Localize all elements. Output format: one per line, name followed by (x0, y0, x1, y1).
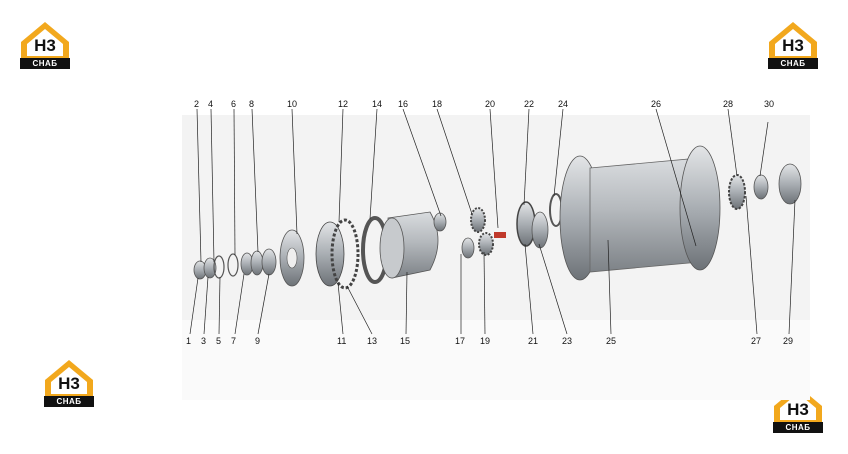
part-ring (261, 248, 277, 276)
callout-label: 18 (432, 99, 442, 109)
logo-top-left: H3 СНАБ (17, 18, 73, 74)
callout-label: 8 (249, 99, 254, 109)
callout-label: 12 (338, 99, 348, 109)
part-pin (494, 232, 506, 238)
part-sprocket (728, 174, 746, 210)
part-planet-gear (470, 207, 486, 233)
part-flange-hub (286, 247, 298, 269)
callout-label: 1 (186, 336, 191, 346)
logo-mark: H3 (782, 36, 804, 55)
callout-label: 10 (287, 99, 297, 109)
part-ring (203, 257, 217, 279)
logo-top-right: H3 СНАБ (765, 18, 821, 74)
callout-label: 24 (558, 99, 568, 109)
callout-label: 7 (231, 336, 236, 346)
part-ring (227, 253, 239, 277)
callout-label: 22 (524, 99, 534, 109)
callout-label: 4 (208, 99, 213, 109)
part-shaft (433, 212, 447, 232)
logo-caption: СНАБ (44, 396, 94, 407)
part-ring (250, 250, 264, 276)
logo-house-icon (774, 386, 822, 422)
callout-label: 16 (398, 99, 408, 109)
callout-label: 21 (528, 336, 538, 346)
diagram-lower-panel (182, 320, 810, 400)
callout-label: 23 (562, 336, 572, 346)
logo-house-icon (769, 22, 817, 58)
part-gear (315, 221, 345, 287)
callout-label: 26 (651, 99, 661, 109)
logo-bottom-left: H3 СНАБ (41, 356, 97, 412)
callout-label: 6 (231, 99, 236, 109)
callout-label: 27 (751, 336, 761, 346)
parts (193, 145, 802, 290)
callouts-bottom: 1 3 5 7 9 11 13 15 17 19 21 23 25 27 29 (186, 336, 793, 346)
part-ring (213, 255, 225, 279)
callout-label: 28 (723, 99, 733, 109)
callout-label: 2 (194, 99, 199, 109)
logo-caption: СНАБ (20, 58, 70, 69)
callout-label: 30 (764, 99, 774, 109)
logo-house-icon (21, 22, 69, 58)
part-end-cap (778, 163, 802, 205)
leader-lines (189, 108, 796, 335)
callouts-top: 2 4 6 8 10 12 14 16 18 20 22 24 26 28 30 (194, 99, 774, 109)
part-planet-gear (478, 232, 494, 256)
logo-caption: СНАБ (773, 422, 823, 433)
callout-label: 17 (455, 336, 465, 346)
logo-mark: H3 (787, 400, 809, 419)
callout-label: 25 (606, 336, 616, 346)
part-housing-face (379, 217, 405, 279)
callout-label: 14 (372, 99, 382, 109)
logo-caption: СНАБ (768, 58, 818, 69)
callout-label: 9 (255, 336, 260, 346)
part-drum-flange-right (679, 145, 721, 271)
callout-label: 29 (783, 336, 793, 346)
logo-mark: H3 (58, 374, 80, 393)
callout-label: 20 (485, 99, 495, 109)
callout-label: 15 (400, 336, 410, 346)
logo-mark: H3 (34, 36, 56, 55)
callout-label: 3 (201, 336, 206, 346)
part-planet-gear (461, 237, 475, 259)
logo-house-icon (45, 360, 93, 396)
part-ring (753, 174, 769, 200)
logo-bottom-right: H3 СНАБ (770, 382, 826, 438)
callout-label: 13 (367, 336, 377, 346)
callout-label: 19 (480, 336, 490, 346)
part-gear-ring (330, 218, 360, 290)
callout-label: 5 (216, 336, 221, 346)
callout-label: 11 (337, 336, 346, 346)
part-disc (531, 211, 549, 249)
